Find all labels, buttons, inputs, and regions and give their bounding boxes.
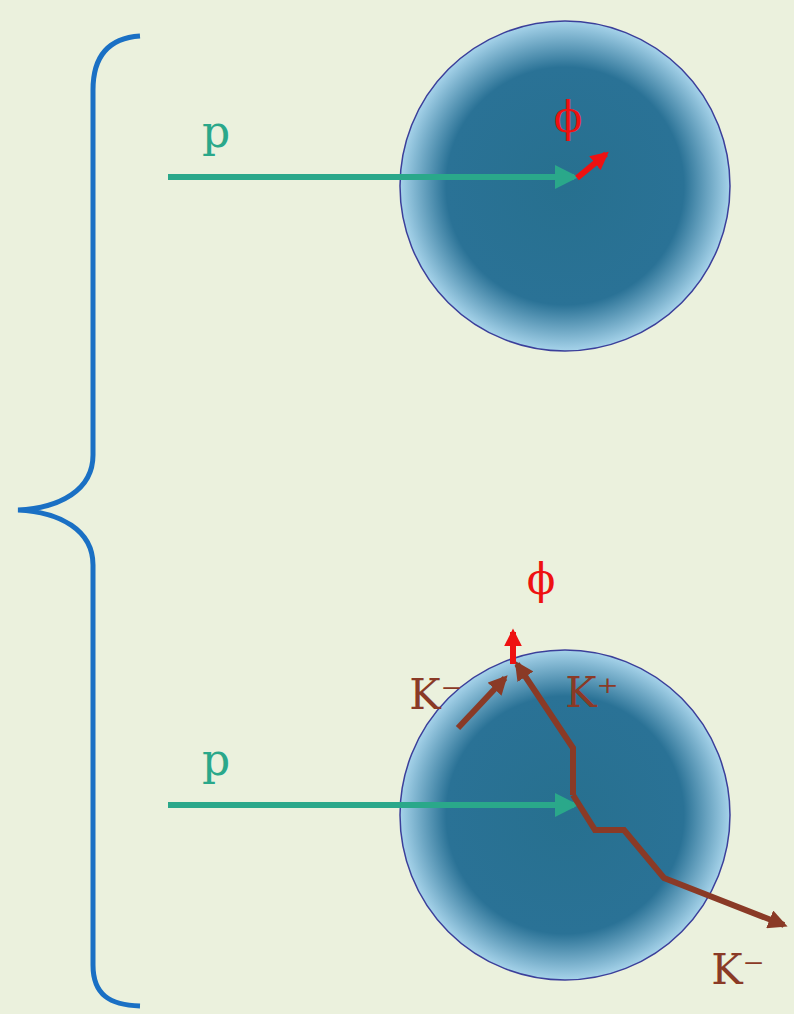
nucleus	[400, 650, 730, 980]
particle-label: ϕ	[527, 559, 556, 601]
particle-label: p	[202, 110, 230, 154]
particle-label: K⁻	[711, 949, 765, 991]
kaon-track	[458, 678, 505, 728]
particle-label: K⁻	[409, 674, 463, 716]
nucleus	[400, 21, 730, 351]
phi-arrow	[510, 632, 516, 664]
particle-label: ϕ	[554, 97, 583, 139]
kaon-track	[573, 795, 784, 925]
phi-arrow	[577, 154, 606, 178]
particle-label: p	[202, 738, 230, 782]
particle-label: K⁺	[565, 672, 619, 714]
proton-arrow	[168, 802, 574, 808]
proton-arrow	[168, 174, 574, 180]
curly-brace	[18, 36, 140, 1006]
kaon-track	[517, 664, 573, 795]
